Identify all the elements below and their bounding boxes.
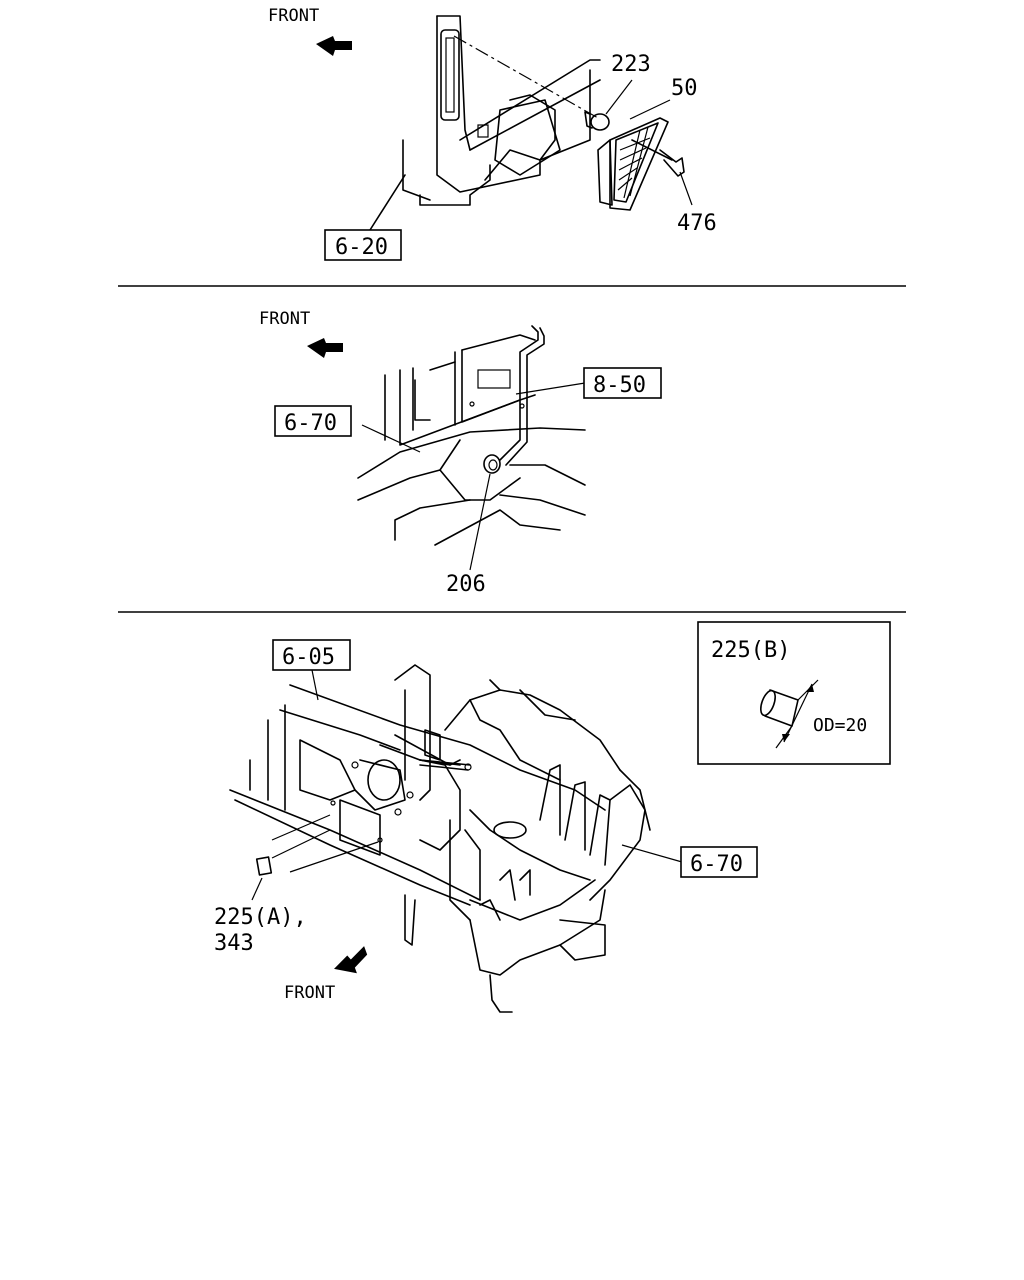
cable-8-50: [499, 325, 545, 466]
grommet-206: [469, 454, 501, 571]
ref-label-8-50: 8-50: [593, 373, 646, 398]
leader-8-50: [515, 382, 586, 395]
ref-box-6-05: 6-05: [272, 639, 351, 671]
ref-label-6-70: 6-70: [284, 411, 337, 436]
ref-box-6-70-bottom: 6-70: [680, 846, 758, 878]
panel-bottom: 6-05: [214, 621, 891, 1013]
ref-label-6-20: 6-20: [335, 235, 388, 260]
callout-225a-343-line1: 225(A),: [214, 905, 307, 930]
ref-box-6-70-middle: 6-70: [274, 405, 352, 437]
panel-middle: FRONT: [259, 309, 662, 597]
callout-476: 476: [677, 211, 717, 236]
frame-drawing: [357, 334, 586, 546]
front-label: FRONT: [284, 983, 335, 1003]
ref-label-6-05: 6-05: [282, 645, 335, 670]
leader-6-70: [361, 424, 421, 453]
callout-223: 223: [611, 52, 651, 77]
plug-cylinder-icon: [760, 679, 819, 749]
floor-frame-drawing: [229, 664, 651, 1013]
ref-box-8-50: 8-50: [583, 367, 662, 399]
detail-dimension-label: OD=20: [813, 715, 867, 736]
callout-225a-343-line2: 343: [214, 931, 254, 956]
front-label: FRONT: [259, 309, 310, 329]
detail-inset: 225(B) OD=20: [697, 621, 891, 765]
clip-223: [584, 79, 633, 131]
front-arrow-icon: [307, 338, 343, 358]
front-label: FRONT: [268, 6, 319, 26]
callout-206: 206: [446, 572, 486, 597]
front-arrow-icon: [334, 946, 368, 974]
front-arrow-icon: [316, 36, 352, 56]
leader-dashed: [453, 35, 599, 119]
ref-label-6-70: 6-70: [690, 852, 743, 877]
leader-6-70-bottom: [621, 844, 683, 863]
detail-part-label: 225(B): [711, 638, 790, 663]
screw-476: [631, 139, 693, 206]
cab-body-drawing: [369, 15, 601, 231]
vent-grille-50: [597, 99, 671, 211]
callout-50: 50: [671, 76, 698, 101]
ref-box-6-20: 6-20: [324, 229, 402, 261]
panel-top: FRONT 223: [268, 6, 717, 261]
plug-225a: [251, 814, 379, 901]
cable-run: [419, 759, 472, 771]
